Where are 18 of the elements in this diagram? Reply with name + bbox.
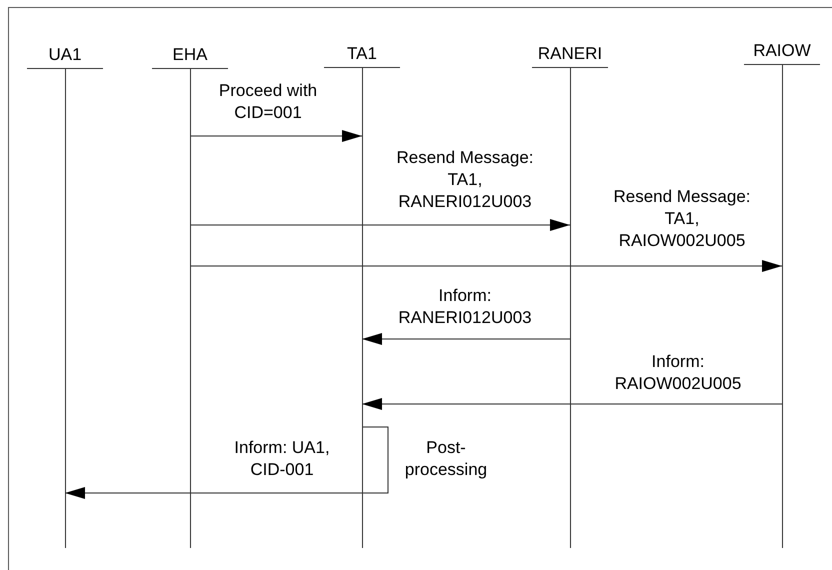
participant-name: EHA — [152, 42, 228, 69]
message-arrow — [362, 398, 782, 410]
participant-name: TA1 — [324, 41, 400, 68]
participant-name: RAIOW — [744, 38, 820, 65]
message-arrow — [64, 426, 388, 499]
message-arrow — [190, 219, 570, 231]
edge-label: Inform: UA1, CID-001 — [233, 437, 331, 481]
edge-label: Inform: RANERI012U003 — [397, 285, 533, 329]
note-text: Post-processing — [404, 437, 488, 481]
edge-label: Resend Message: TA1, RANERI012U003 — [395, 147, 535, 213]
message-arrow — [362, 333, 570, 345]
participant-name: UA1 — [27, 42, 103, 69]
edge-label: Proceed with CID=001 — [218, 80, 318, 124]
edge-label: Resend Message: TA1, RAIOW002U005 — [612, 186, 752, 252]
edge-label: Inform: RAIOW002U005 — [614, 351, 742, 395]
message-arrow — [190, 130, 362, 142]
message-arrow — [190, 260, 782, 272]
participant-name: RANERI — [532, 41, 608, 68]
